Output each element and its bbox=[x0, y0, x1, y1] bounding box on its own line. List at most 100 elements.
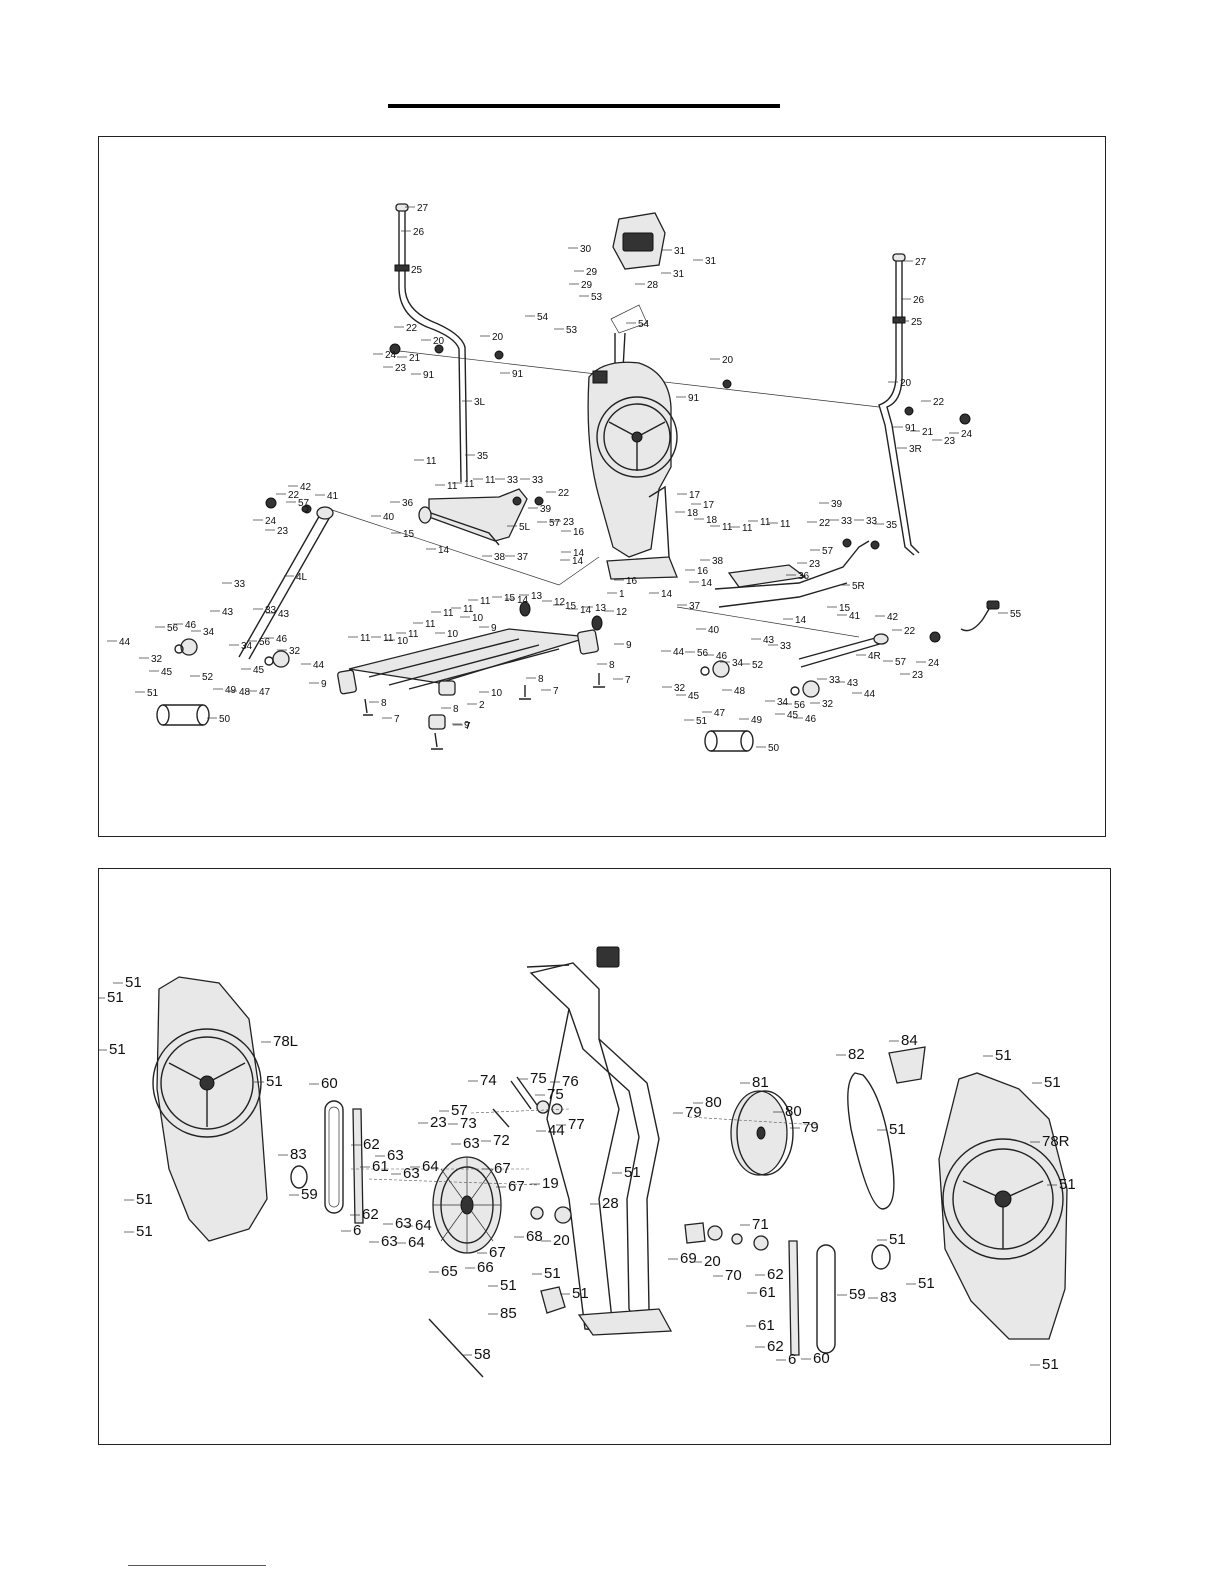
part-number-label: 6 bbox=[788, 1351, 796, 1368]
part-number-label: 42 bbox=[887, 612, 899, 623]
part-number-label: 57 bbox=[451, 1102, 468, 1119]
part-number-label: 63 bbox=[387, 1147, 404, 1164]
part-number-label: 44 bbox=[313, 660, 325, 671]
part-number-label: 79 bbox=[685, 1104, 702, 1121]
part-number-label: 12 bbox=[554, 597, 566, 608]
part-number-label: 10 bbox=[397, 636, 409, 647]
part-number-label: 45 bbox=[688, 691, 700, 702]
part-number-label: 11 bbox=[443, 608, 454, 619]
part-number-label: 51 bbox=[1044, 1074, 1061, 1091]
part-number-label: 55 bbox=[1010, 609, 1022, 620]
part-number-label: 62 bbox=[767, 1266, 784, 1283]
resistance-motor bbox=[540, 1286, 566, 1314]
part-number-label: 83 bbox=[290, 1146, 307, 1163]
part-number-label: 47 bbox=[714, 708, 726, 719]
part-number-label: 34 bbox=[732, 658, 744, 669]
part-number-label: 20 bbox=[722, 355, 734, 366]
part-number-label: 51 bbox=[544, 1265, 561, 1282]
part-number-label: 3R bbox=[909, 444, 922, 455]
part-number-label: 44 bbox=[864, 689, 876, 700]
part-number-label: 23 bbox=[430, 1114, 447, 1131]
part-number-label: 31 bbox=[673, 269, 685, 280]
part-number-label: 18 bbox=[706, 515, 718, 526]
part-number-label: 9 bbox=[321, 679, 327, 690]
right-wheel bbox=[712, 660, 730, 678]
part-number-label: 64 bbox=[415, 1217, 432, 1234]
part-number-label: 61 bbox=[372, 1158, 389, 1175]
part-number-label: 73 bbox=[460, 1115, 477, 1132]
part-number-label: 8 bbox=[538, 674, 544, 685]
right-drive-belt bbox=[816, 1244, 836, 1354]
part-number-label: 78L bbox=[273, 1033, 298, 1050]
part-number-label: 57 bbox=[895, 657, 907, 668]
part-number-label: 17 bbox=[689, 490, 701, 501]
right-wheel-2 bbox=[802, 680, 820, 698]
part-number-label: 58 bbox=[474, 1346, 491, 1363]
part-number-label: 46 bbox=[716, 651, 728, 662]
part-number-label: 23 bbox=[809, 559, 821, 570]
part-number-label: 21 bbox=[922, 427, 934, 438]
part-number-label: 11 bbox=[463, 604, 474, 615]
part-number-label: 36 bbox=[798, 571, 810, 582]
part-number-label: 43 bbox=[222, 607, 234, 618]
part-number-label: 51 bbox=[995, 1047, 1012, 1064]
part-number-label: 11 bbox=[760, 517, 771, 528]
right-crank-arm bbox=[798, 636, 884, 668]
part-number-label: 78R bbox=[1042, 1133, 1070, 1150]
part-number-label: 11 bbox=[464, 479, 475, 490]
part-number-label: 21 bbox=[409, 353, 421, 364]
part-number-label: 13 bbox=[531, 591, 543, 602]
part-number-label: 33 bbox=[532, 475, 544, 486]
part-number-label: 43 bbox=[278, 609, 290, 620]
part-number-label: 51 bbox=[109, 1041, 126, 1058]
part-number-label: 70 bbox=[725, 1267, 742, 1284]
part-number-label: 51 bbox=[107, 989, 124, 1006]
right-cap-ring bbox=[871, 1244, 891, 1270]
left-drive-belt bbox=[324, 1100, 344, 1214]
part-number-label: 10 bbox=[472, 613, 484, 624]
part-number-label: 57 bbox=[298, 498, 310, 509]
part-number-label: 11 bbox=[360, 633, 371, 644]
part-number-label: 24 bbox=[961, 429, 973, 440]
part-number-label: 47 bbox=[259, 687, 271, 698]
part-number-label: 11 bbox=[408, 629, 419, 640]
part-number-label: 45 bbox=[787, 710, 799, 721]
part-number-label: 38 bbox=[494, 552, 506, 563]
base-rail-assembly bbox=[337, 601, 605, 750]
flywheel bbox=[730, 1090, 794, 1176]
part-number-label: 20 bbox=[553, 1232, 570, 1249]
hardware-fasteners bbox=[265, 343, 971, 643]
part-number-label: 43 bbox=[763, 635, 775, 646]
part-number-label: 82 bbox=[848, 1046, 865, 1063]
part-number-label: 59 bbox=[301, 1186, 318, 1203]
part-number-label: 60 bbox=[321, 1075, 338, 1092]
part-number-label: 56 bbox=[259, 637, 271, 648]
part-number-label: 35 bbox=[886, 520, 898, 531]
part-number-label: 31 bbox=[705, 256, 717, 267]
part-number-label: 15 bbox=[504, 593, 516, 604]
part-number-label: 91 bbox=[423, 370, 435, 381]
part-number-label: 11 bbox=[383, 633, 394, 644]
part-number-label: 15 bbox=[565, 601, 577, 612]
left-side-cover bbox=[152, 976, 268, 1242]
part-number-label: 24 bbox=[385, 350, 397, 361]
part-number-label: 20 bbox=[704, 1253, 721, 1270]
part-number-label: 46 bbox=[276, 634, 288, 645]
part-number-label: 40 bbox=[383, 512, 395, 523]
part-number-label: 50 bbox=[768, 743, 780, 754]
part-number-label: 67 bbox=[508, 1178, 525, 1195]
part-number-label: 81 bbox=[752, 1074, 769, 1091]
part-number-label: 48 bbox=[239, 687, 251, 698]
part-number-label: 91 bbox=[512, 369, 524, 380]
part-number-label: 42 bbox=[300, 482, 312, 493]
part-number-label: 26 bbox=[413, 227, 425, 238]
part-number-label: 19 bbox=[542, 1175, 559, 1192]
part-number-label: 80 bbox=[705, 1094, 722, 1111]
part-number-label: 85 bbox=[500, 1305, 517, 1322]
part-number-label: 39 bbox=[831, 499, 843, 510]
part-number-label: 33 bbox=[866, 516, 878, 527]
part-number-label: 32 bbox=[822, 699, 834, 710]
part-number-label: 63 bbox=[463, 1135, 480, 1152]
part-number-label: 10 bbox=[447, 629, 459, 640]
